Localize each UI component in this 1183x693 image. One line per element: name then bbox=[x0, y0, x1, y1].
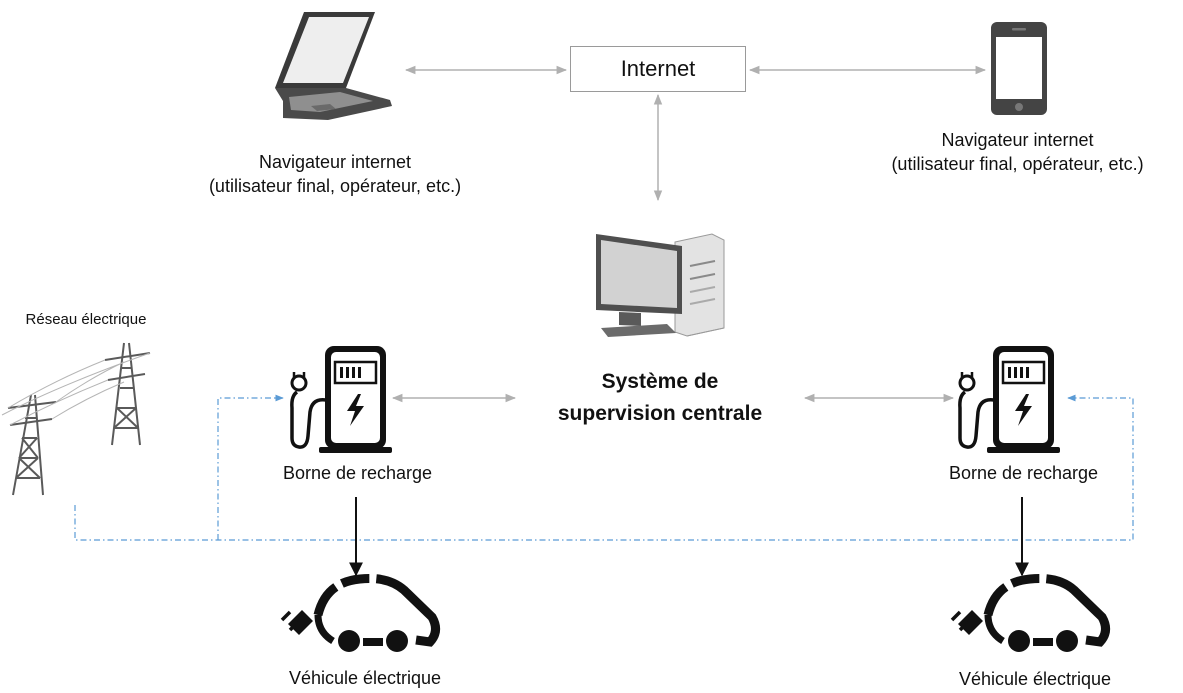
browser-left-label: Navigateur internet (utilisateur final, … bbox=[170, 150, 500, 198]
smartphone-icon bbox=[991, 22, 1047, 115]
supervision-title-line1: Système de bbox=[601, 370, 719, 393]
supervision-label: Système de supervision centrale bbox=[520, 366, 800, 430]
charger-left-label: Borne de recharge bbox=[282, 463, 433, 483]
power-line bbox=[74, 394, 1134, 541]
browser-right-label: Navigateur internet (utilisateur final, … bbox=[855, 128, 1180, 176]
laptop-icon bbox=[275, 12, 392, 120]
charger-right-label: Borne de recharge bbox=[948, 463, 1099, 483]
internet-node: Internet bbox=[570, 46, 746, 92]
browser-right-title: Navigateur internet bbox=[941, 130, 1094, 150]
electric-car-icon bbox=[280, 574, 440, 652]
browser-right-subtitle: (utilisateur final, opérateur, etc.) bbox=[891, 154, 1144, 174]
power-pylon-icon bbox=[1, 342, 151, 496]
supervision-title-line2: supervision centrale bbox=[557, 402, 763, 425]
browser-left-title: Navigateur internet bbox=[258, 152, 412, 172]
browser-left-subtitle: (utilisateur final, opérateur, etc.) bbox=[208, 176, 462, 196]
vehicle-right-label: Véhicule électrique bbox=[958, 669, 1112, 689]
electric-car-icon bbox=[950, 574, 1110, 652]
vehicle-left-label: Véhicule électrique bbox=[288, 668, 442, 688]
desktop-computer-icon bbox=[596, 233, 725, 337]
ev-charger-icon bbox=[290, 346, 392, 453]
grid-label: Réseau électrique bbox=[25, 311, 147, 328]
ev-charger-icon bbox=[958, 346, 1060, 453]
